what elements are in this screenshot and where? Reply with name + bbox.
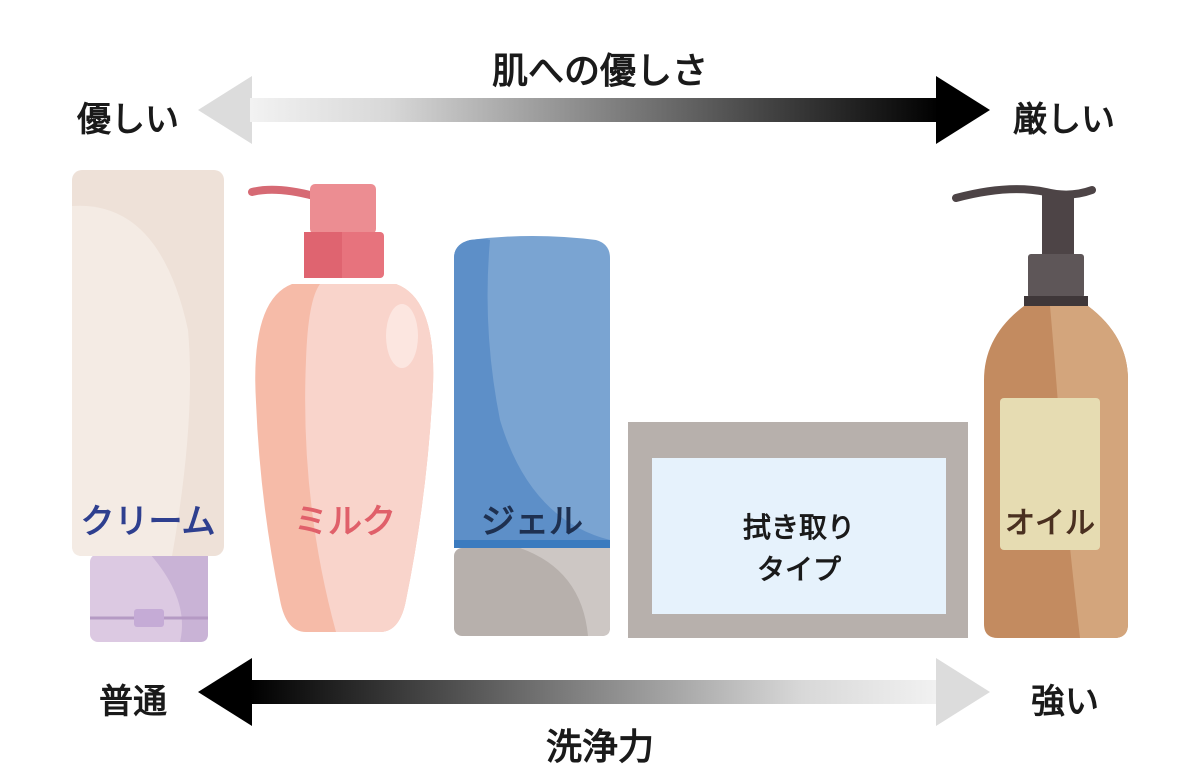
wipe-box-icon [628,422,968,638]
harsh-label: 厳しい [1013,100,1115,140]
wipe-label-line1: 拭き取り [742,511,855,544]
skin-gentleness-arrow [198,76,990,144]
strong-label: 強い [1031,682,1099,722]
gentle-label: 優しい [77,100,179,140]
gel-tube-icon [454,236,610,636]
milk-label: ミルク [294,502,396,542]
skin-gentleness-title: 肌への優しさ [491,50,708,92]
gel-label: ジェル [481,502,583,542]
wipe-label-line2: タイプ [756,553,841,586]
cleansing-power-arrow [198,658,990,726]
milk-bottle-icon [248,184,434,632]
cleansing-power-title: 洗浄力 [545,726,654,768]
normal-label: 普通 [99,682,167,722]
cream-tube-icon [72,170,224,642]
cream-label: クリーム [80,502,216,542]
oil-label: オイル [1005,506,1095,541]
oil-bottle-icon [952,185,1128,638]
